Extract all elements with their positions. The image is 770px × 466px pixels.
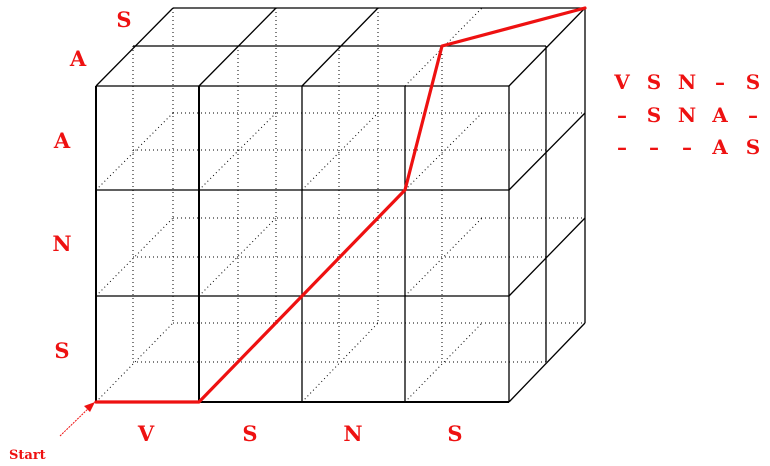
- alignment-cell: –: [682, 135, 692, 159]
- y-axis-labels: S N A: [52, 128, 71, 363]
- z-axis-labels: A S: [69, 7, 132, 71]
- start-arrow: [59, 402, 95, 437]
- alignment-cell: S: [746, 70, 760, 94]
- y-label: N: [52, 231, 71, 256]
- alignment-cell: –: [617, 103, 627, 127]
- alignment-text: V S N – S – S N A – – – – A S: [613, 70, 760, 159]
- alignment-cell: –: [715, 70, 725, 94]
- x-label: S: [242, 421, 257, 446]
- alignment-cell: N: [678, 70, 696, 94]
- alignment-path: [94, 6, 587, 404]
- x-label: S: [447, 421, 462, 446]
- alignment-cell: V: [613, 70, 630, 94]
- z-label: S: [116, 7, 131, 32]
- z-label: A: [69, 46, 87, 71]
- x-axis-labels: V S N S: [137, 421, 463, 446]
- alignment-cell: –: [617, 135, 627, 159]
- alignment-cell: S: [746, 135, 760, 159]
- x-label: V: [137, 421, 155, 446]
- y-label: S: [54, 338, 69, 363]
- x-label: N: [343, 421, 362, 446]
- y-label: A: [53, 128, 71, 153]
- back-grid: [95, 7, 585, 403]
- alignment-cell: A: [711, 103, 728, 127]
- alignment-cell: S: [647, 70, 661, 94]
- alignment-cell: –: [748, 103, 758, 127]
- front-grid: [95, 7, 586, 403]
- alignment-cell: –: [649, 135, 659, 159]
- alignment-cell: S: [647, 103, 661, 127]
- start-label: Start: [9, 448, 46, 463]
- alignment-cell: N: [678, 103, 696, 127]
- alignment-cell: A: [711, 135, 728, 159]
